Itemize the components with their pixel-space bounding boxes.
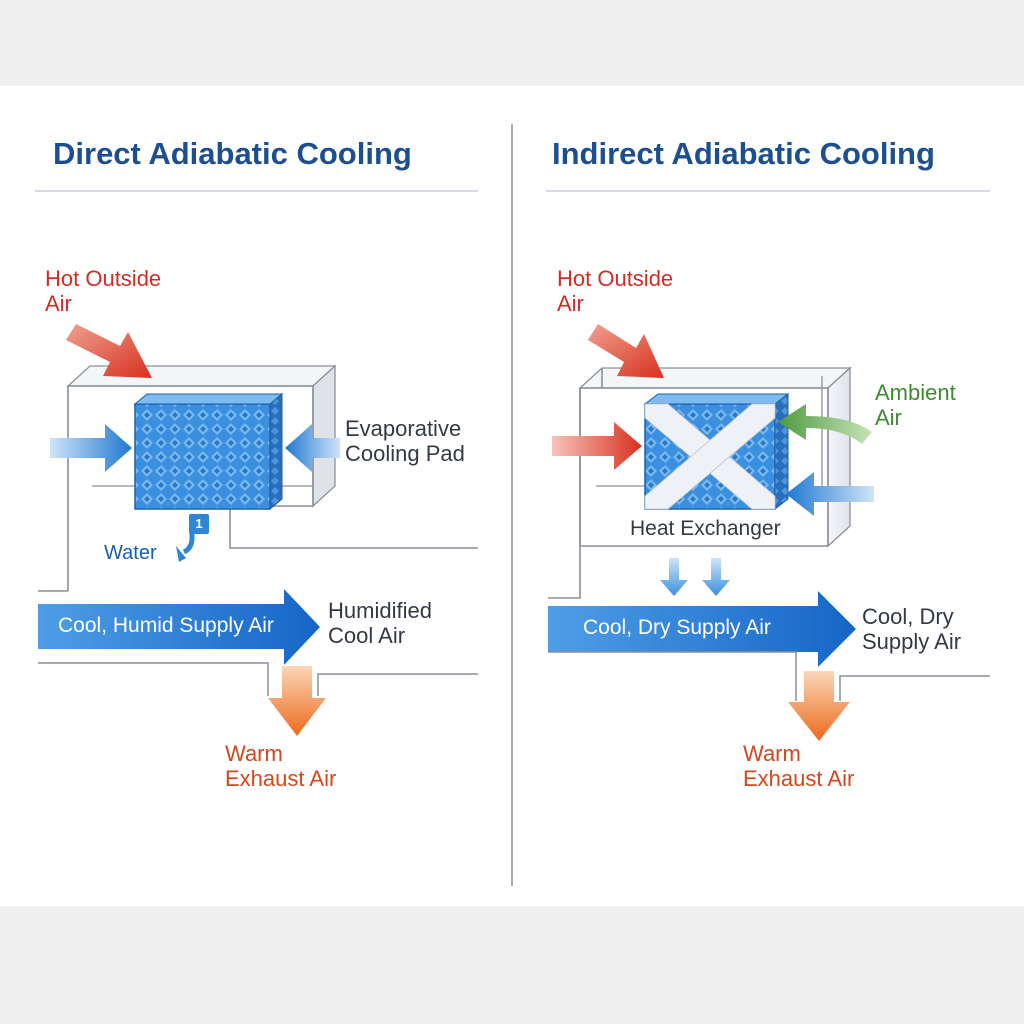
intake-arrow-direct-right — [285, 424, 340, 472]
direct-exhaust-label: Warm Exhaust Air — [225, 741, 337, 792]
supply-arrow-direct — [38, 589, 320, 665]
hot-air-arrow-direct — [66, 324, 152, 378]
indirect-exhaust-label: Warm Exhaust Air — [743, 741, 855, 792]
ambient-air-label: Ambient Air — [875, 380, 956, 431]
return-arrow-indirect-right — [786, 472, 874, 516]
direct-title: Direct Adiabatic Cooling — [53, 136, 412, 171]
hot-air-arrow-indirect — [588, 324, 664, 378]
water-drip-head — [176, 546, 186, 562]
indirect-supply-label: Cool, Dry Supply Air — [583, 616, 771, 639]
downflow-arrow-1 — [660, 558, 688, 596]
heat-exchanger-label: Heat Exchanger — [630, 517, 781, 540]
indirect-hot-air-label: Hot Outside Air — [557, 266, 674, 317]
exhaust-duct-indirect — [548, 651, 990, 701]
ambient-air-arrow — [778, 404, 872, 444]
evaporative-pad-label: Evaporative Cooling Pad — [345, 416, 465, 467]
direct-supply-label: Cool, Humid Supply Air — [58, 614, 274, 637]
downflow-arrow-2 — [702, 558, 730, 596]
water-label: Water — [104, 542, 157, 564]
water-drip-arrow — [182, 516, 195, 555]
indirect-title: Indirect Adiabatic Cooling — [552, 136, 935, 171]
water-badge: 1 — [189, 514, 209, 534]
exhaust-duct-direct — [38, 590, 478, 696]
diagram-card: Direct Adiabatic Cooling Hot Outside Air… — [0, 86, 1024, 906]
evaporative-pad — [133, 392, 284, 511]
supply-arrow-indirect — [548, 591, 856, 667]
intake-arrow-indirect-left — [552, 422, 642, 470]
direct-hot-air-label: Hot Outside Air — [45, 266, 162, 317]
heat-exchanger-core — [643, 392, 790, 511]
exhaust-arrow-indirect — [788, 671, 850, 741]
indirect-supply-side-label: Cool, Dry Supply Air — [862, 604, 962, 655]
humidified-label: Humidified Cool Air — [328, 598, 432, 649]
exhaust-arrow-direct — [268, 666, 326, 736]
intake-arrow-direct-left — [50, 424, 132, 472]
diagram-canvas — [35, 124, 990, 886]
